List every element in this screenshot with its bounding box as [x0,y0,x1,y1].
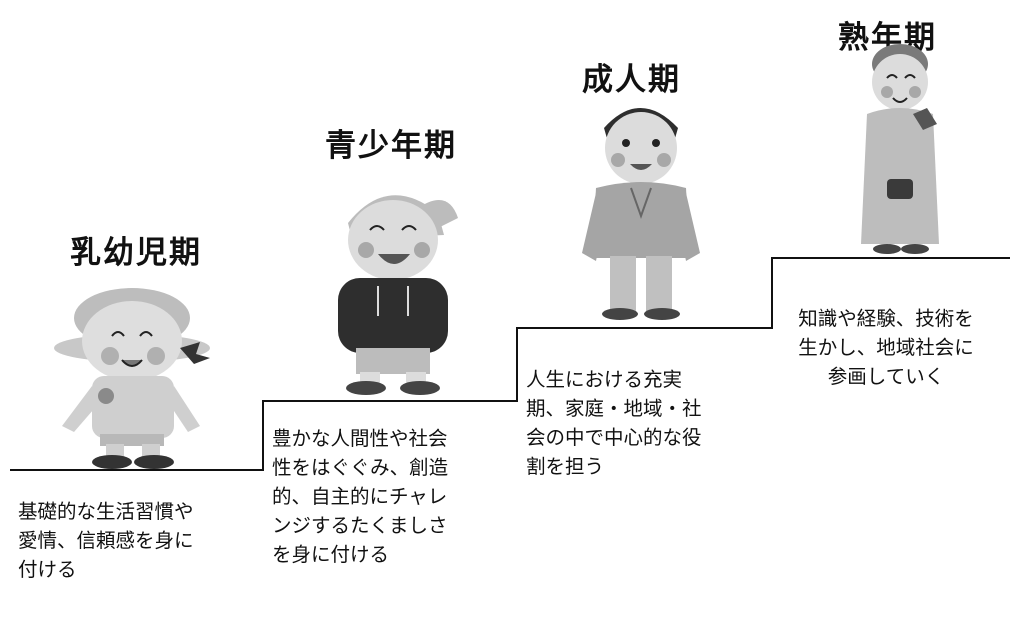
stage-3-title: 成人期 [582,62,681,98]
toddler-girl-with-hat-icon [54,288,210,469]
stage-4-description: 知識や経験、技術を 生かし、地域社会に 参画していく [798,307,974,388]
stage-2-title: 青少年期 [325,128,457,164]
stage-1-title: 乳幼児期 [70,235,202,271]
stage-1-description: 基礎的な生活習慣や 愛情、信頼感を身に 付ける [18,500,194,581]
adult-man-icon [582,108,700,320]
stage-2-description: 豊かな人間性や社会 性をはぐぐみ、創造 的、自主的にチャレ ンジするたくましさ … [272,427,449,566]
boy-with-cap-icon [338,195,458,395]
elderly-woman-icon [861,44,939,254]
staircase-line [10,257,1010,471]
stage-3-description: 人生における充実 期、家庭・地域・社 会の中で中心的な役 割を担う [526,368,702,478]
